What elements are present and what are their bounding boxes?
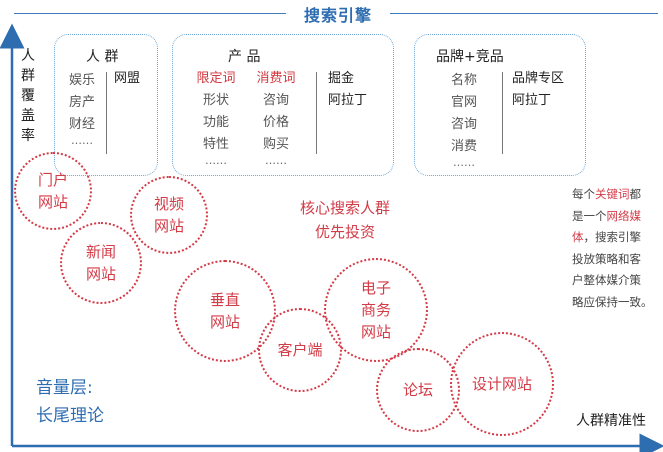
product-heading: 产 品 xyxy=(228,49,261,65)
news-site-circle: 新闻网站 xyxy=(60,222,142,304)
y-axis-label: 人 群 覆 盖 率 xyxy=(21,48,35,144)
product-separator xyxy=(316,72,317,154)
product-item: 购买 xyxy=(262,137,289,152)
product-ellipsis: …… xyxy=(265,154,287,167)
crowd-ellipsis: …… xyxy=(71,134,93,147)
brand-heading: 品牌+竞品 xyxy=(436,49,504,65)
crowd-item: 房产 xyxy=(68,95,95,110)
brand-item: 咨询 xyxy=(450,117,477,132)
brand-right-list: 品牌专区 阿拉丁 xyxy=(512,68,564,112)
brand-ellipsis: …… xyxy=(453,156,475,169)
brand-item: 品牌专区 xyxy=(512,71,565,86)
client-circle: 客户端 xyxy=(258,308,342,392)
page-title: 搜索引擎 xyxy=(303,6,372,25)
product-col3: 掘金 阿拉丁 xyxy=(328,68,367,112)
product-group-box xyxy=(172,34,394,176)
brand-group-box xyxy=(414,34,586,176)
brand-item: 名称 xyxy=(450,73,477,88)
crowd-item-alliance: 网盟 xyxy=(114,71,141,86)
title-rule-right xyxy=(390,13,658,14)
crowd-left-list: 娱乐 房产 财经 …… xyxy=(64,70,100,146)
product-item: 掘金 xyxy=(328,71,355,86)
product-item-consumption: 消费词 xyxy=(256,71,296,86)
long-tail-label: 音量层: 长尾理论 xyxy=(36,378,104,426)
product-item-qualifier: 限定词 xyxy=(196,71,236,86)
crowd-right-list: 网盟 xyxy=(114,68,140,90)
vertical-site-circle: 垂直网站 xyxy=(174,260,276,362)
crowd-item: 娱乐 xyxy=(68,73,95,88)
core-search-crowd-text: 核心搜索人群 优先投资 xyxy=(299,199,390,241)
side-note: 每个关键词都 是一个网络媒 体，搜索引擎 投放策略和客 户整体媒介策 略应保持一… xyxy=(572,187,653,309)
product-ellipsis: …… xyxy=(205,154,227,167)
brand-item: 官网 xyxy=(450,95,477,110)
design-site-circle: 设计网站 xyxy=(450,332,554,436)
x-axis-label: 人群精准性 xyxy=(576,413,646,429)
brand-separator xyxy=(502,72,503,154)
product-item: 阿拉丁 xyxy=(328,93,368,108)
video-site-circle: 视频网站 xyxy=(130,176,208,254)
product-item: 咨询 xyxy=(262,93,289,108)
brand-item: 阿拉丁 xyxy=(512,93,552,108)
crowd-group-box xyxy=(54,34,158,176)
ecommerce-site-circle: 电子商务网站 xyxy=(324,258,428,362)
crowd-item: 财经 xyxy=(68,117,95,132)
product-item: 形状 xyxy=(202,93,229,108)
product-item: 特性 xyxy=(202,137,229,152)
product-item: 功能 xyxy=(202,115,229,130)
product-item: 价格 xyxy=(262,115,289,130)
crowd-heading: 人 群 xyxy=(86,49,119,65)
product-col2: 消费词 咨询 价格 购买 …… xyxy=(252,68,300,166)
title-rule-left xyxy=(14,13,286,14)
brand-left-list: 名称 官网 咨询 消费 …… xyxy=(446,70,482,168)
portal-site-circle: 门户网站 xyxy=(14,152,92,230)
product-col1: 限定词 形状 功能 特性 …… xyxy=(192,68,240,166)
brand-item: 消费 xyxy=(450,139,477,154)
forum-circle: 论坛 xyxy=(376,348,460,432)
crowd-separator xyxy=(106,72,107,154)
